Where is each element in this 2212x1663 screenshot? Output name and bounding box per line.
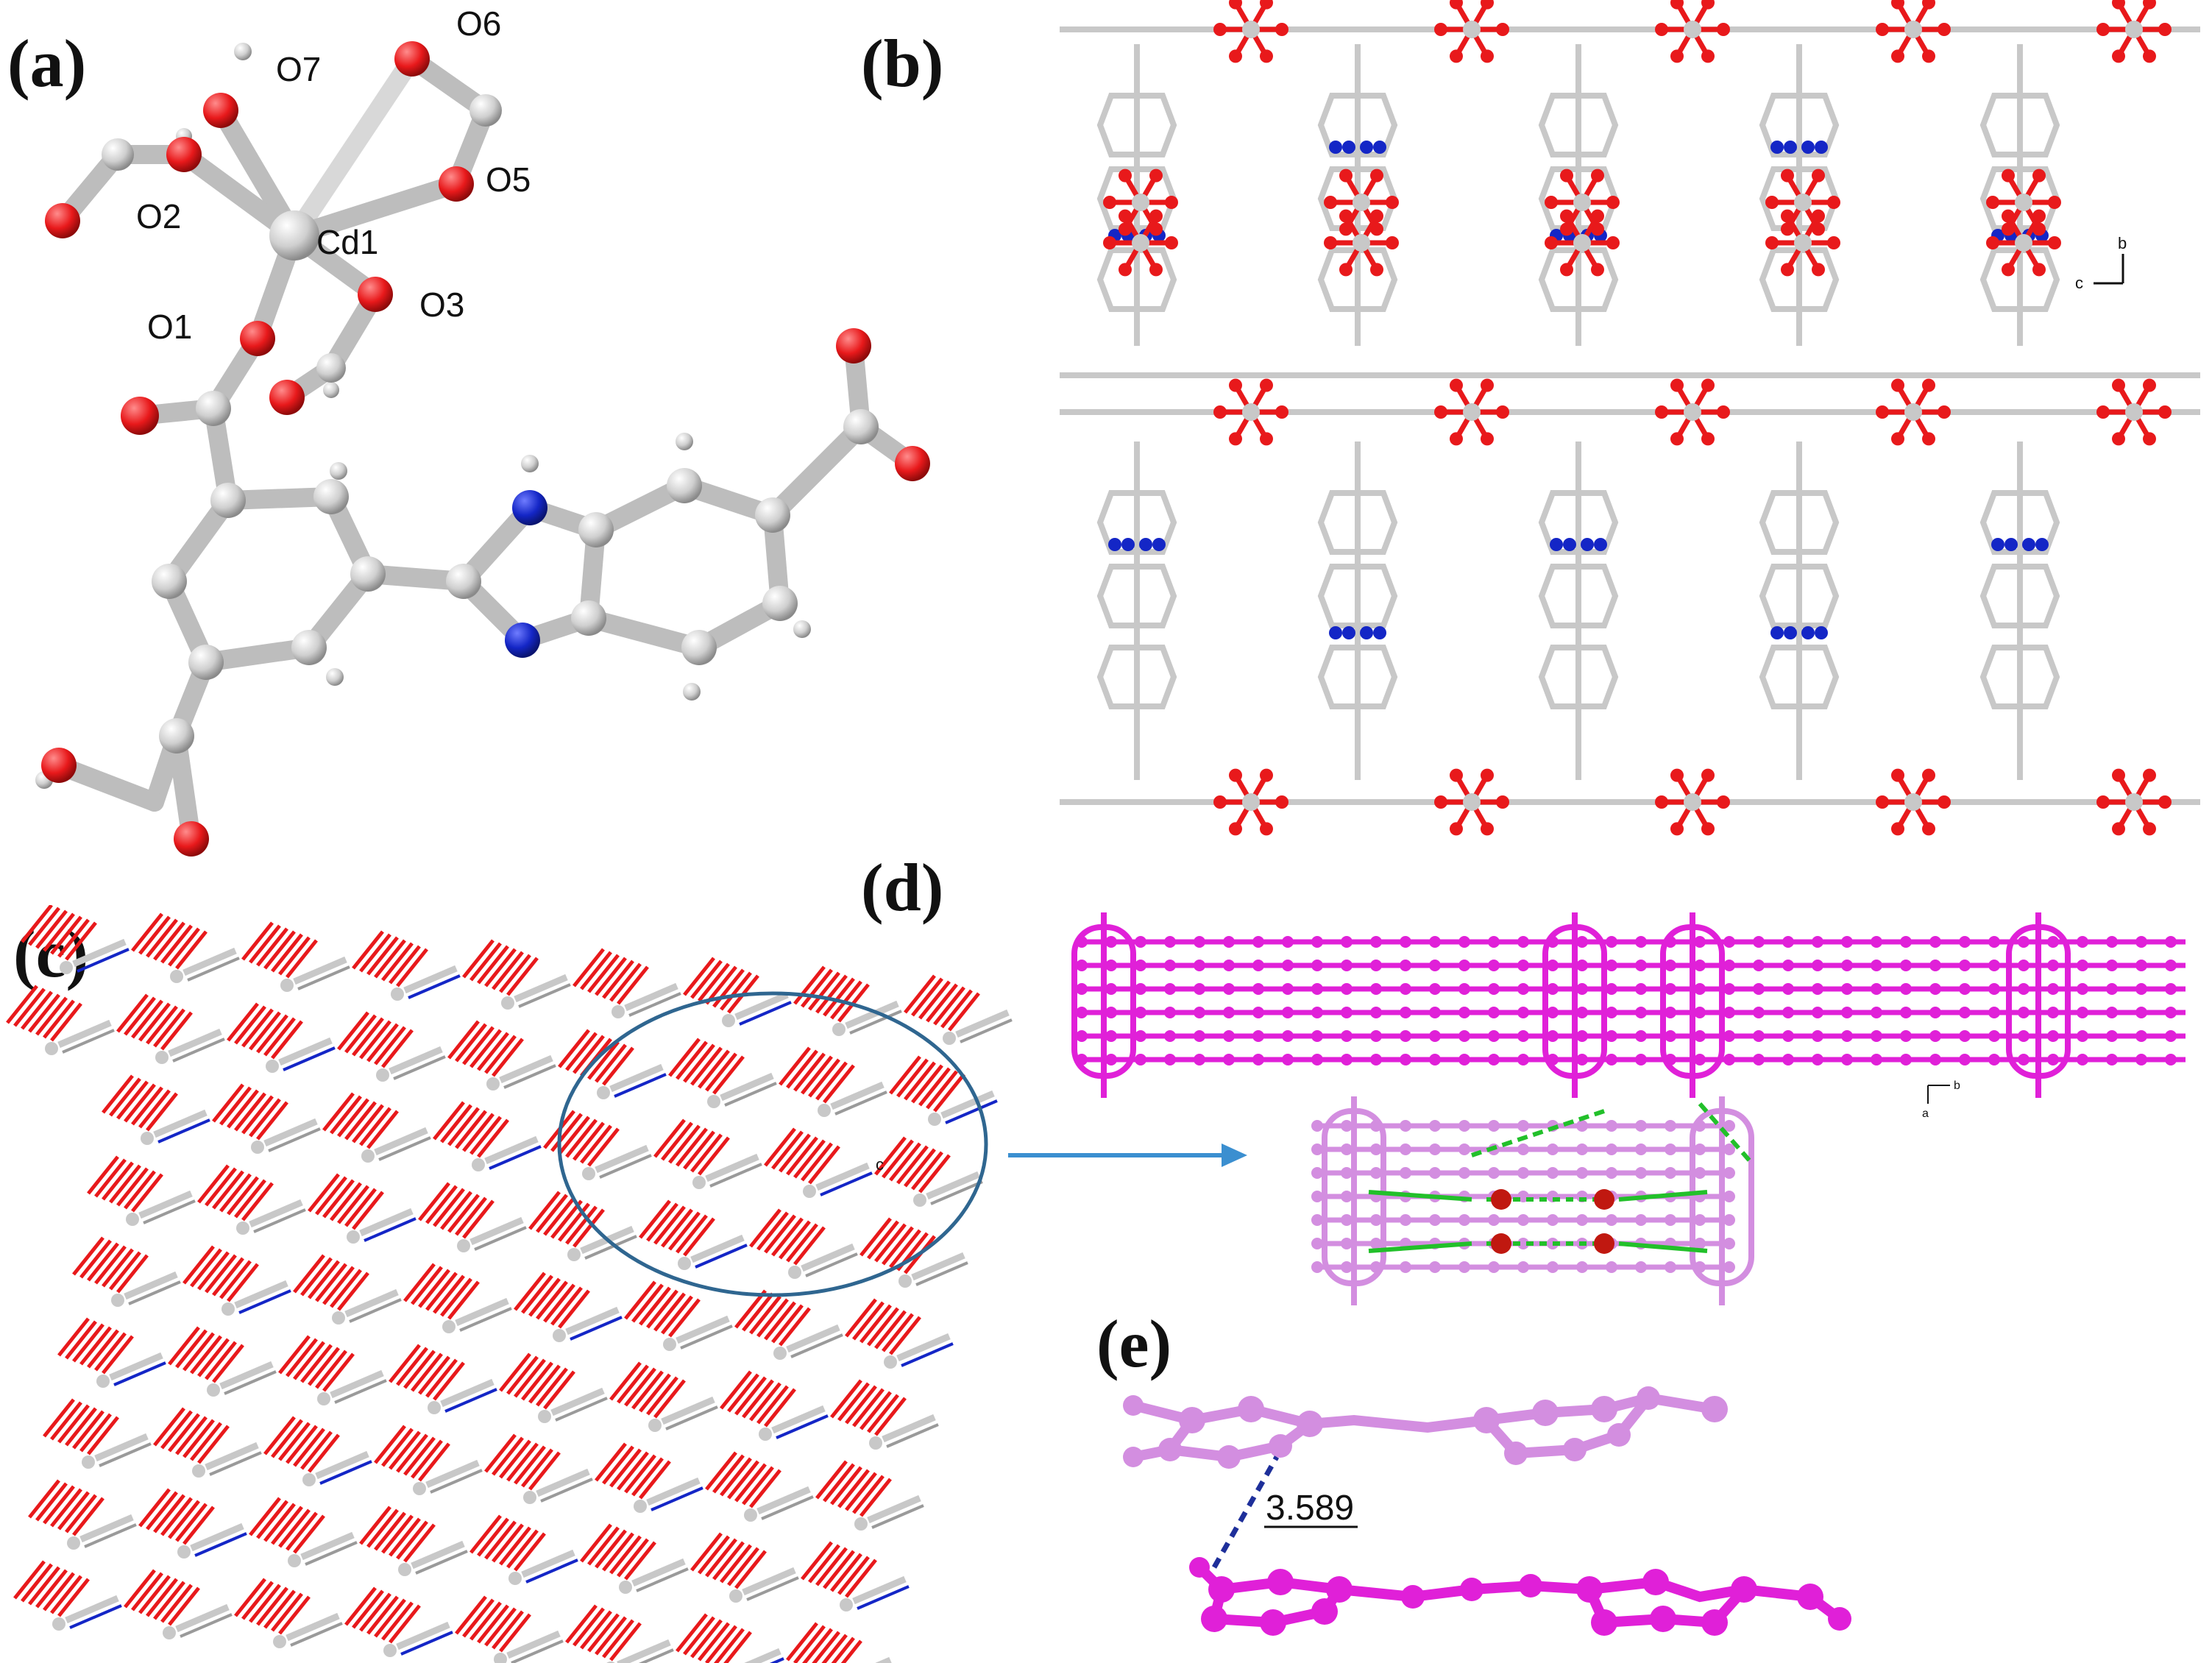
panel-d-structure: b a [1060, 883, 2212, 1310]
panel-d-oxygens [1491, 1189, 1614, 1254]
panel-c-svg: c [6, 905, 1013, 1663]
atom-label-cd1: Cd1 [316, 223, 378, 261]
panel-a-svg: O6 O7 O5 O2 Cd1 O1 O3 [35, 4, 930, 857]
panel-c-highlight-ellipse [557, 991, 988, 1297]
panel-a-carbons [102, 94, 879, 754]
nitrogen-atom [1360, 141, 1373, 154]
nitrogen-atom [1594, 538, 1607, 551]
panel-d-axis-a: a [1922, 1107, 1929, 1120]
nitrogen-atom [1815, 626, 1828, 639]
panel-b-label: (b) [861, 26, 944, 101]
nitrogen-atom [1563, 538, 1576, 551]
atom-label-o7: O7 [276, 50, 321, 88]
nitrogen-atom [1108, 538, 1121, 551]
panel-a-nitrogens [505, 490, 547, 658]
panel-e-svg: 3.589 [1123, 1386, 1851, 1636]
panel-a-oxygens [41, 41, 930, 857]
zoom-arrow [1008, 1143, 1247, 1167]
pi-stacking-line [1211, 1455, 1280, 1569]
panel-d-svg: b a [1071, 912, 2186, 1305]
panel-d-hbonds [1368, 1102, 1754, 1253]
panel-b-axis-c: c [2075, 274, 2083, 292]
nitrogen-atom [2035, 538, 2049, 551]
nitrogen-atom [1770, 626, 1784, 639]
panel-d-label: (d) [861, 850, 944, 925]
nitrogen-atom [1801, 141, 1815, 154]
panel-e-lower-atoms [1189, 1557, 1851, 1636]
panel-b-axis-b: b [2118, 234, 2127, 252]
atom-label-o6: O6 [456, 4, 501, 43]
pi-stacking-distance: 3.589 [1266, 1489, 1354, 1528]
nitrogen-atom [1360, 626, 1373, 639]
panel-b-svg: b c [1060, 0, 2200, 836]
nitrogen-atom [1373, 626, 1386, 639]
nitrogen-atom [1342, 626, 1355, 639]
cadmium-atom [269, 210, 319, 260]
panel-d-axis-indicator [1927, 1085, 1950, 1104]
panel-d-axis-b: b [1954, 1079, 1960, 1092]
panel-a-label: (a) [7, 26, 87, 101]
nitrogen-atom [1550, 538, 1563, 551]
atom-label-o3: O3 [419, 286, 464, 324]
nitrogen-atom [1342, 141, 1355, 154]
atom-label-o2: O2 [136, 197, 181, 235]
nitrogen-atom [1329, 626, 1342, 639]
panel-e-upper-atoms [1123, 1386, 1728, 1469]
nitrogen-atom [1329, 141, 1342, 154]
atom-label-o1: O1 [147, 308, 192, 346]
nitrogen-atom [1581, 538, 1594, 551]
panel-c-structure: c [0, 905, 1030, 1663]
nitrogen-atom [1784, 141, 1797, 154]
panel-a-structure: O6 O7 O5 O2 Cd1 O1 O3 [0, 0, 957, 883]
nitrogen-atom [1991, 538, 2004, 551]
panel-b-structure: b c [1030, 0, 2212, 854]
nitrogen-atom [1373, 141, 1386, 154]
nitrogen-atom [2022, 538, 2035, 551]
nitrogen-atom [1139, 538, 1152, 551]
atom-label-o5: O5 [486, 160, 531, 199]
nitrogen-atom [1784, 626, 1797, 639]
panel-d-upper-layer [1071, 912, 2186, 1098]
nitrogen-atom [1801, 626, 1815, 639]
panel-c-axis-c: c [876, 1155, 884, 1174]
panel-e-label: (e) [1096, 1306, 1172, 1381]
panel-b-axis-indicator [2094, 254, 2124, 285]
panel-e-structure: 3.589 [1104, 1369, 2212, 1663]
nitrogen-atom [1121, 538, 1135, 551]
panel-c-lattice [6, 905, 1013, 1663]
nitrogen-atom [2004, 538, 2018, 551]
nitrogen-atom [1815, 141, 1828, 154]
nitrogen-atom [1770, 141, 1784, 154]
panel-a-atom-labels: O6 O7 O5 O2 Cd1 O1 O3 [136, 4, 531, 346]
panel-b-lattice [1060, 0, 2200, 836]
nitrogen-atom [1152, 538, 1166, 551]
